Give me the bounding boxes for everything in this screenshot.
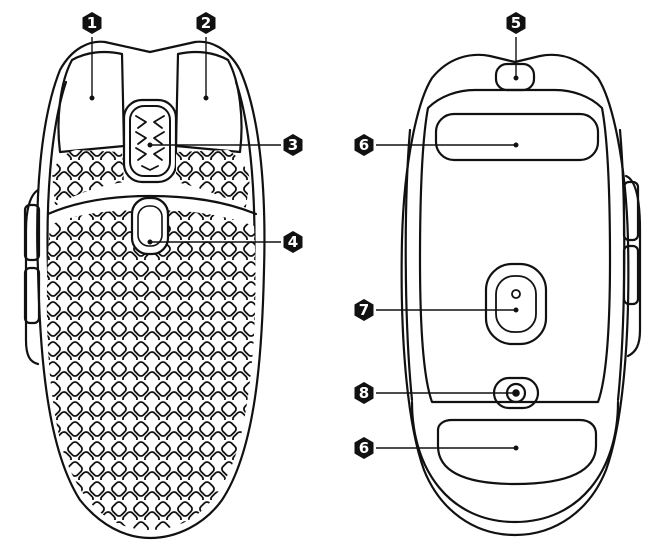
callout-2-label: 2 xyxy=(201,14,211,32)
scroll-wheel-housing xyxy=(122,98,178,184)
dpi-button-overlay xyxy=(130,196,170,256)
bottom-shell-outline xyxy=(400,53,630,537)
left-click-button xyxy=(57,50,126,154)
callout-5-label: 5 xyxy=(511,14,521,32)
callout-badges: 1 2 3 4 5 6 7 8 xyxy=(82,12,526,459)
bottom-side-button-b xyxy=(622,244,640,306)
callout-2: 2 xyxy=(196,12,216,34)
callout-6-top-label: 6 xyxy=(359,136,369,154)
bottom-side-button-a xyxy=(622,180,640,242)
bottom-side-ridge-left xyxy=(404,128,414,402)
bottom-plate-lower xyxy=(410,400,620,524)
callout-4: 4 xyxy=(283,231,303,253)
sensor-lens xyxy=(511,289,521,299)
callout-leaders xyxy=(89,37,519,451)
front-palm-divider xyxy=(46,194,258,216)
callout-6-bottom-label: 6 xyxy=(359,439,369,457)
callout-3-label: 3 xyxy=(288,136,298,154)
sensor-housing xyxy=(484,262,548,346)
side-button-back xyxy=(23,266,41,325)
palm-honeycomb xyxy=(46,210,256,530)
callout-1: 1 xyxy=(82,12,102,34)
callout-6-bottom: 6 xyxy=(354,437,374,459)
callout-7: 7 xyxy=(354,299,374,321)
callout-8-label: 8 xyxy=(359,384,369,402)
callout-7-label: 7 xyxy=(359,301,369,319)
power-switch xyxy=(494,62,536,92)
glide-pad-bottom xyxy=(436,418,598,486)
callout-1-label: 1 xyxy=(87,14,97,32)
sensor-window xyxy=(495,275,537,333)
callout-8: 8 xyxy=(354,382,374,404)
glide-pad-top xyxy=(434,112,600,162)
callout-5: 5 xyxy=(506,12,526,34)
side-button-forward xyxy=(23,203,41,262)
bottom-side-grip xyxy=(624,174,642,358)
dpi-button-overlay-inner xyxy=(137,205,163,247)
right-click-button xyxy=(174,50,243,154)
callout-6-top: 6 xyxy=(354,134,374,156)
bottom-plate-outline xyxy=(418,88,612,404)
callout-4-label: 4 xyxy=(288,233,298,251)
scroll-wheel-treads xyxy=(135,115,165,171)
scroll-wheel xyxy=(129,105,171,177)
callout-3: 3 xyxy=(283,134,303,156)
side-grip-left xyxy=(24,188,40,366)
mouse-bottom-view xyxy=(400,53,642,537)
